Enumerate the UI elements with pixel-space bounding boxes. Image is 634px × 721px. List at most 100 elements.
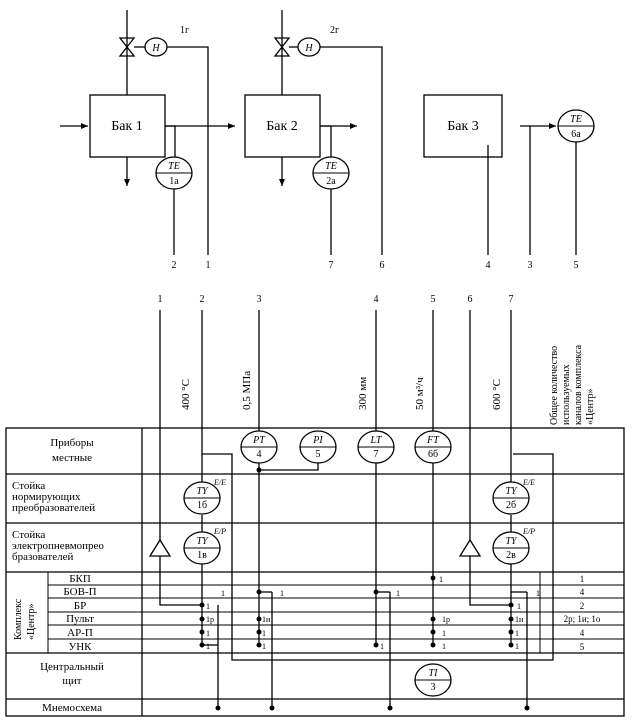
svg-text:TY: TY (196, 536, 209, 547)
signal-lines (159, 310, 554, 708)
svg-text:7: 7 (374, 449, 379, 460)
svg-text:TE: TE (570, 114, 582, 125)
svg-text:5: 5 (431, 294, 436, 305)
svg-text:PT: PT (252, 435, 266, 446)
svg-text:1: 1 (439, 575, 443, 584)
svg-text:Пульт: Пульт (66, 613, 94, 625)
svg-text:6б: 6б (428, 449, 438, 460)
svg-text:TY: TY (505, 536, 518, 547)
svg-text:1и: 1и (515, 615, 524, 624)
instrument-ft6b: FT 6б (414, 430, 452, 464)
tank-3-label: Бак 3 (447, 119, 479, 134)
row-norm-3: преобразователей (12, 502, 95, 514)
svg-text:1: 1 (221, 589, 225, 598)
svg-text:1: 1 (517, 602, 521, 611)
svg-text:Е/Е: Е/Е (522, 478, 535, 487)
svg-text:используемых: используемых (561, 364, 572, 425)
amplifier-triangle-icon (458, 538, 482, 557)
svg-text:400 °С: 400 °С (180, 379, 192, 410)
svg-text:5: 5 (580, 642, 585, 652)
tank-2-label: Бак 2 (266, 119, 298, 134)
channel-totals: 1 4 2 2р; 1и; 1о 4 5 (564, 574, 601, 652)
column-params: 400 °С 0,5 МПа 300 мм 50 м³/ч 600 °С (180, 371, 503, 410)
valve-1-icon[interactable] (118, 37, 136, 57)
column-numbers: 1 2 3 4 5 6 7 (158, 294, 514, 305)
svg-text:1в: 1в (197, 550, 207, 561)
row-mnemo: Мнемосхема (42, 702, 102, 714)
svg-text:1: 1 (536, 589, 540, 598)
svg-text:PI: PI (312, 435, 323, 446)
svg-text:2в: 2в (506, 550, 516, 561)
row-norm-2: нормирующих (12, 491, 81, 503)
svg-text:1: 1 (442, 642, 446, 651)
row-complex-label: Комплекс «Центр» (13, 598, 37, 640)
svg-text:1: 1 (515, 629, 519, 638)
row-central-2: щит (62, 675, 81, 687)
svg-text:Е/Р: Е/Р (522, 527, 535, 536)
svg-text:1р: 1р (442, 615, 450, 624)
channels-header-block: Общее количество используемых каналов ко… (549, 344, 596, 425)
valve-2-label: 2г (330, 25, 339, 36)
svg-text:«Центр»: «Центр» (26, 603, 37, 640)
instrument-ty2b: TY 2б Е/Е (492, 478, 535, 515)
svg-text:2а: 2а (326, 176, 336, 187)
row-local-1: Приборы (50, 437, 94, 449)
svg-text:5: 5 (574, 260, 579, 271)
svg-text:6: 6 (468, 294, 473, 305)
svg-text:3: 3 (431, 682, 436, 693)
instrument-ti3: TI 3 (414, 663, 452, 697)
svg-text:1: 1 (262, 642, 266, 651)
svg-text:300 мм: 300 мм (357, 377, 369, 410)
svg-text:6: 6 (380, 260, 385, 271)
sub-row-labels: БКП БОВ-П БР Пульт АР-П УНК (63, 573, 96, 653)
valve-2-icon[interactable] (273, 37, 291, 57)
svg-text:1б: 1б (197, 500, 207, 511)
svg-text:TY: TY (505, 486, 518, 497)
svg-text:2: 2 (200, 294, 205, 305)
svg-text:1: 1 (280, 589, 284, 598)
svg-text:4: 4 (374, 294, 379, 305)
junction-dots (199, 467, 530, 711)
signal-line-1 (167, 46, 209, 255)
svg-text:4: 4 (257, 449, 262, 460)
svg-text:1: 1 (380, 642, 384, 651)
svg-text:1: 1 (158, 294, 163, 305)
svg-text:TY: TY (196, 486, 209, 497)
tank-1-label: Бак 1 (111, 119, 143, 134)
svg-text:БКП: БКП (69, 573, 91, 585)
svg-text:каналов комплекса: каналов комплекса (573, 344, 584, 425)
top-line-numbers: 2 1 7 6 4 3 5 (172, 260, 579, 271)
row-norm-1: Стойка (12, 480, 45, 492)
svg-text:4: 4 (486, 260, 491, 271)
svg-text:TE: TE (325, 161, 337, 172)
row-central-1: Центральный (40, 661, 104, 673)
instrument-ty2v: TY 2в Е/Р (492, 527, 535, 565)
svg-text:4: 4 (580, 628, 585, 638)
svg-text:1: 1 (515, 642, 519, 651)
amplifier-triangle-icon (148, 538, 172, 557)
svg-text:2р; 1и; 1о: 2р; 1и; 1о (564, 614, 601, 624)
svg-text:«Центр»: «Центр» (585, 388, 596, 425)
instrument-pt4: PT 4 (240, 430, 278, 464)
svg-text:Е/Р: Е/Р (213, 527, 226, 536)
svg-text:50 м³/ч: 50 м³/ч (414, 377, 426, 410)
row-local-2: местные (52, 452, 92, 464)
svg-text:Н: Н (151, 43, 160, 54)
row-ep-2: электропневмопрео (12, 540, 104, 552)
row-ep-3: бразователей (12, 551, 73, 563)
svg-text:4: 4 (580, 587, 585, 597)
function-table (5, 427, 625, 717)
svg-text:2б: 2б (506, 500, 516, 511)
svg-text:1: 1 (206, 602, 210, 611)
svg-text:Общее количество: Общее количество (549, 346, 560, 425)
svg-text:2: 2 (580, 601, 585, 611)
tank-3: Бак 3 (423, 94, 503, 158)
svg-text:БР: БР (74, 600, 86, 612)
svg-text:1: 1 (206, 260, 211, 271)
svg-text:TE: TE (168, 161, 180, 172)
svg-text:0,5 МПа: 0,5 МПа (241, 371, 253, 410)
svg-text:1и: 1и (262, 615, 271, 624)
svg-text:Комплекс: Комплекс (13, 598, 24, 640)
svg-text:7: 7 (509, 294, 514, 305)
